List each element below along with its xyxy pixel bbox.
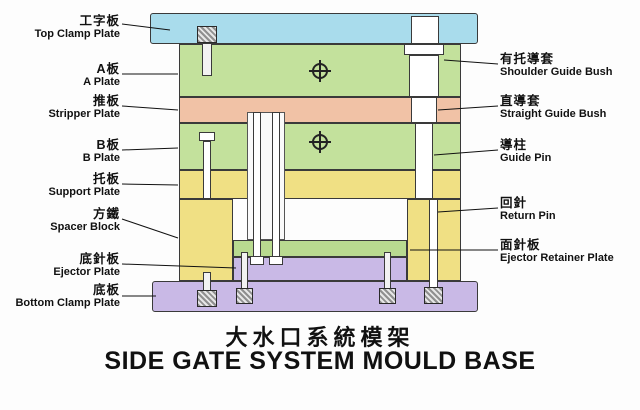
label-en: A Plate — [83, 76, 120, 89]
ejector-pin-left — [253, 112, 261, 260]
label-zh: 推板 — [92, 94, 120, 108]
label-en: Shoulder Guide Bush — [500, 66, 613, 79]
ejector-pin-right — [272, 112, 280, 260]
ejector-screw-left-head — [236, 288, 253, 304]
label-en: Ejector Plate — [53, 266, 120, 279]
crosshair-vline — [319, 60, 321, 82]
leader-support-plate — [121, 183, 179, 186]
label-zh: B板 — [96, 138, 120, 152]
label-support-plate: 托板 Support Plate — [4, 172, 120, 199]
label-a-plate: A板 A Plate — [4, 62, 120, 89]
return-pin — [429, 199, 438, 289]
return-pin-screw-head — [424, 287, 443, 304]
label-en: Ejector Retainer Plate — [500, 252, 614, 265]
label-zh: 托板 — [92, 172, 120, 186]
label-zh: 有托導套 — [500, 52, 555, 66]
straight-guide-bush — [411, 97, 437, 123]
label-straight-guide-bush: 直導套 Straight Guide Bush — [500, 94, 640, 121]
label-stripper-plate: 推板 Stripper Plate — [4, 94, 120, 121]
label-zh: 底板 — [92, 283, 120, 297]
label-en: Top Clamp Plate — [34, 28, 120, 41]
label-zh: 直導套 — [500, 94, 541, 108]
top-screw-shaft — [202, 43, 212, 76]
label-zh: 底針板 — [79, 252, 120, 266]
label-bottom-clamp-plate: 底板 Bottom Clamp Plate — [4, 283, 120, 310]
ejector-screw-right-shaft — [384, 252, 391, 290]
support-plate — [179, 170, 461, 199]
label-zh: 回針 — [500, 196, 528, 210]
leader-stripper-plate — [121, 105, 179, 111]
spacer-block-left — [179, 199, 233, 281]
label-zh: A板 — [96, 62, 120, 76]
label-zh: 導柱 — [500, 138, 528, 152]
ejector-screw-right-head — [379, 288, 396, 304]
label-en: Bottom Clamp Plate — [15, 297, 120, 310]
screw-hole-crosshair-icon — [309, 60, 331, 82]
shoulder-guide-bush-flange — [404, 44, 444, 55]
label-b-plate: B板 B Plate — [4, 138, 120, 165]
label-en: Straight Guide Bush — [500, 108, 607, 121]
label-ejector-retainer-plate: 面針板 Ejector Retainer Plate — [500, 238, 640, 265]
crosshair-vline — [319, 131, 321, 153]
screw-hole-crosshair-icon — [309, 131, 331, 153]
bottom-screw-head — [197, 290, 217, 307]
leader-spacer-block — [121, 218, 179, 239]
bottom-screw-shaft — [203, 272, 211, 292]
label-spacer-block: 方鐵 Spacer Block — [4, 207, 120, 234]
label-en: Guide Pin — [500, 152, 552, 165]
label-return-pin: 回針 Return Pin — [500, 196, 640, 223]
stripper-bolt-head — [199, 132, 215, 141]
label-en: Spacer Block — [50, 221, 120, 234]
label-en: Stripper Plate — [48, 108, 120, 121]
ejector-pin-left-foot — [250, 256, 264, 265]
label-guide-pin: 導柱 Guide Pin — [500, 138, 640, 165]
label-zh: 面針板 — [500, 238, 541, 252]
label-ejector-plate: 底針板 Ejector Plate — [4, 252, 120, 279]
guide-pin-head — [411, 16, 439, 44]
label-zh: 方鐵 — [92, 207, 120, 221]
top-screw-head — [197, 26, 217, 43]
ejector-screw-left-shaft — [241, 252, 248, 290]
stripper-bolt-shaft — [203, 141, 211, 199]
leader-b-plate — [121, 147, 179, 151]
title-english: SIDE GATE SYSTEM MOULD BASE — [104, 347, 536, 375]
label-en: B Plate — [82, 152, 120, 165]
label-top-clamp-plate: 工字板 Top Clamp Plate — [4, 14, 120, 41]
label-zh: 工字板 — [79, 14, 120, 28]
label-en: Return Pin — [500, 210, 556, 223]
label-shoulder-guide-bush: 有托導套 Shoulder Guide Bush — [500, 52, 640, 79]
shoulder-guide-bush — [409, 55, 439, 97]
label-en: Support Plate — [48, 186, 120, 199]
ejector-pin-right-foot — [269, 256, 283, 265]
title-chinese: 大水口系統模架 — [225, 325, 415, 350]
guide-pin — [415, 123, 433, 199]
